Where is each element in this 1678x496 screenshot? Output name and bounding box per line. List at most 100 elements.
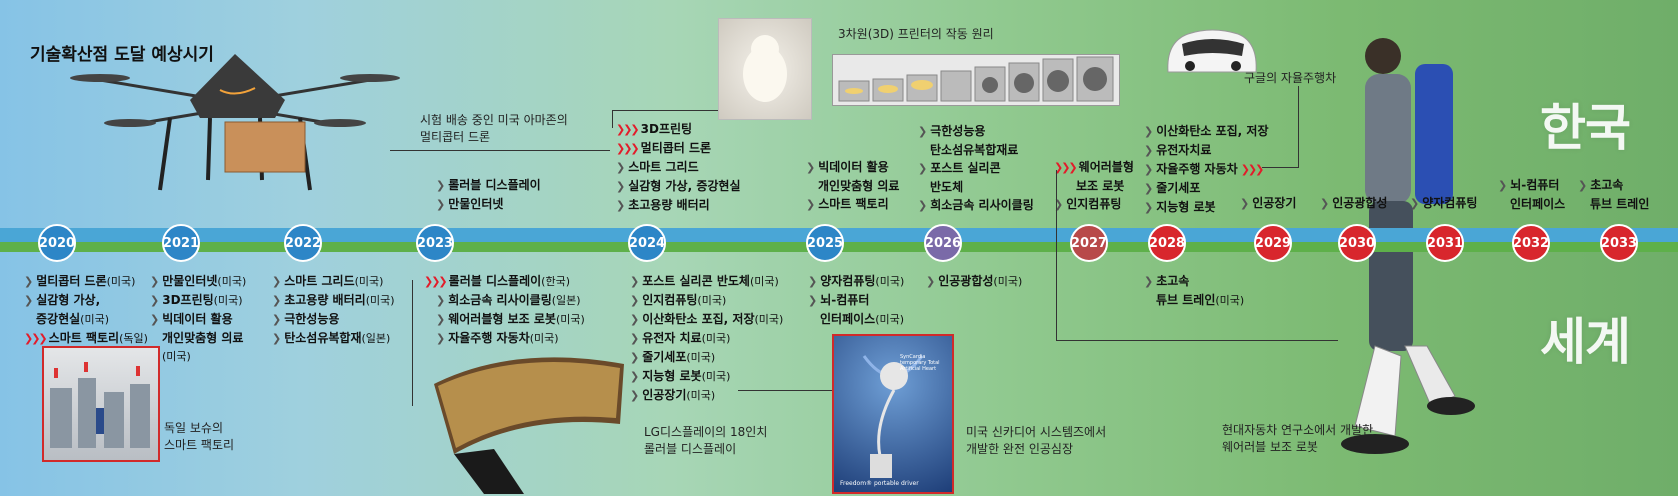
year-2028: 2028 — [1148, 224, 1186, 262]
chevron-icon: ❯ — [630, 275, 640, 288]
korea-2025-list: ❯빅데이터 활용 개인맞춤형 의료 ❯스마트 팩토리 — [806, 160, 900, 211]
chevron-icon: ❯ — [1144, 201, 1154, 214]
highlight-arrow-icon: ❯❯❯ — [1240, 163, 1265, 176]
chevron-icon: ❯ — [436, 313, 446, 326]
chevron-icon: ❯ — [150, 275, 160, 288]
chevron-icon: ❯ — [1578, 179, 1588, 192]
car-connector-h — [1262, 167, 1299, 168]
year-2022: 2022 — [284, 224, 322, 262]
world-2021-list: ❯만물인터넷(미국) ❯3D프린팅(미국) ❯빅데이터 활용 개인맞춤형 의료 … — [150, 274, 247, 363]
drone-image — [70, 54, 400, 191]
world-2025-list: ❯양자컴퓨팅(미국) ❯뇌-컴퓨터 인터페이스(미국) — [808, 274, 905, 326]
year-2027: 2027 — [1070, 224, 1108, 262]
korea-label: 한국 — [1540, 99, 1631, 157]
chevron-icon: ❯ — [1144, 275, 1154, 288]
korea-2027-list: ❯❯❯웨어러블형 보조 로봇 ❯인지컴퓨팅 — [1054, 160, 1134, 211]
chevron-icon: ❯ — [630, 389, 640, 402]
chevron-icon: ❯ — [1054, 198, 1064, 211]
chevron-icon: ❯ — [24, 294, 34, 307]
year-2020: 2020 — [38, 224, 76, 262]
chevron-icon: ❯ — [436, 294, 446, 307]
chevron-icon: ❯ — [926, 275, 936, 288]
chevron-icon: ❯ — [1144, 182, 1154, 195]
world-2020-list: ❯멀티콥터 드론(미국) ❯실감형 가상, 증강현실(미국) ❯❯❯스마트 팩토… — [24, 274, 148, 345]
chevron-icon: ❯ — [1144, 125, 1154, 138]
world-label: 세계 — [1540, 313, 1631, 371]
chevron-icon: ❯ — [272, 313, 282, 326]
year-2023: 2023 — [416, 224, 454, 262]
chevron-icon: ❯ — [272, 332, 282, 345]
chevron-icon: ❯ — [436, 332, 446, 345]
chevron-icon: ❯ — [630, 313, 640, 326]
chevron-icon: ❯ — [630, 332, 640, 345]
chevron-icon: ❯ — [1240, 197, 1250, 210]
smart-factory-photo — [42, 346, 160, 462]
korea-2030-item: ❯인공광합성 — [1320, 196, 1388, 210]
highlight-arrow-icon: ❯❯❯ — [424, 275, 448, 288]
korea-2031-item: ❯양자컴퓨팅 — [1410, 196, 1478, 210]
chevron-icon: ❯ — [808, 275, 818, 288]
chevron-icon: ❯ — [918, 199, 928, 212]
korea-2028-list: ❯이산화탄소 포집, 저장 ❯유전자치료 ❯자율주행 자동차❯❯❯ ❯줄기세포 … — [1144, 124, 1269, 214]
korea-2033-list: ❯초고속 튜브 트레인 — [1578, 178, 1650, 211]
chevron-icon: ❯ — [806, 161, 816, 174]
world-2026-list: ❯인공광합성(미국) — [926, 274, 1023, 288]
chevron-icon: ❯ — [630, 294, 640, 307]
world-2023-list: ❯❯❯롤러블 디스플레이(한국) ❯희소금속 리사이클링(일본) ❯웨어러블형 … — [424, 274, 585, 345]
year-2021: 2021 — [162, 224, 200, 262]
chevron-icon: ❯ — [808, 294, 818, 307]
year-2030: 2030 — [1338, 224, 1376, 262]
chevron-icon: ❯ — [1144, 144, 1154, 157]
chevron-icon: ❯ — [630, 351, 640, 364]
korea-2026-list: ❯극한성능용 탄소섬유복합재료 ❯포스트 실리콘 반도체 ❯희소금속 리사이클링 — [918, 124, 1034, 212]
chevron-icon: ❯ — [1320, 197, 1330, 210]
year-2026: 2026 — [924, 224, 962, 262]
chevron-icon: ❯ — [1144, 163, 1154, 176]
heart-photo-footer: Freedom® portable driver — [840, 480, 919, 487]
printer-caption: 3차원(3D) 프린터의 작동 원리 — [838, 27, 994, 41]
world-2024-list: ❯포스트 실리콘 반도체(미국) ❯인지컴퓨팅(미국) ❯이산화탄소 포집, 저… — [630, 274, 784, 402]
year-2024: 2024 — [628, 224, 666, 262]
chevron-icon: ❯ — [24, 275, 34, 288]
chevron-icon: ❯ — [806, 198, 816, 211]
chevron-icon: ❯ — [272, 275, 282, 288]
display-connector — [412, 280, 413, 406]
robot-connector-v — [1056, 170, 1057, 340]
car-connector — [1298, 86, 1299, 168]
printer-connector-v — [612, 110, 613, 128]
chevron-icon: ❯ — [436, 179, 446, 192]
year-2033: 2033 — [1600, 224, 1638, 262]
chevron-icon: ❯ — [150, 294, 160, 307]
world-2028-list: ❯초고속 튜브 트레인(미국) — [1144, 274, 1245, 307]
korea-2023-list: ❯롤러블 디스플레이 ❯만물인터넷 — [436, 178, 541, 211]
world-2022-list: ❯스마트 그리드(미국) ❯초고용량 배터리(미국) ❯극한성능용 ❯탄소섬유복… — [272, 274, 395, 345]
chevron-icon: ❯ — [1498, 179, 1508, 192]
rollable-display-image — [434, 357, 624, 494]
korea-2024-list: ❯❯❯3D프린팅 ❯❯❯멀티콥터 드론 ❯스마트 그리드 ❯실감형 가상, 증강… — [616, 122, 741, 212]
page-title: 기술확산점 도달 예상시기 — [30, 45, 214, 65]
year-2031: 2031 — [1426, 224, 1464, 262]
highlight-arrow-icon: ❯❯❯ — [616, 123, 640, 136]
chevron-icon: ❯ — [272, 294, 282, 307]
printer-steps-strip — [832, 54, 1120, 106]
chevron-icon: ❯ — [150, 313, 160, 326]
chevron-icon: ❯ — [918, 125, 928, 138]
korea-2032-list: ❯뇌-컴퓨터 인터페이스 — [1498, 178, 1566, 211]
drone-connector — [390, 150, 610, 151]
year-2032: 2032 — [1512, 224, 1550, 262]
chevron-icon: ❯ — [436, 198, 446, 211]
year-2025: 2025 — [806, 224, 844, 262]
chevron-icon: ❯ — [1410, 197, 1420, 210]
korea-2029-item: ❯인공장기 — [1240, 196, 1297, 210]
printer-connector-h — [612, 110, 718, 111]
heart-connector — [738, 390, 832, 391]
chevron-icon: ❯ — [918, 162, 928, 175]
highlight-arrow-icon: ❯❯❯ — [616, 142, 640, 155]
